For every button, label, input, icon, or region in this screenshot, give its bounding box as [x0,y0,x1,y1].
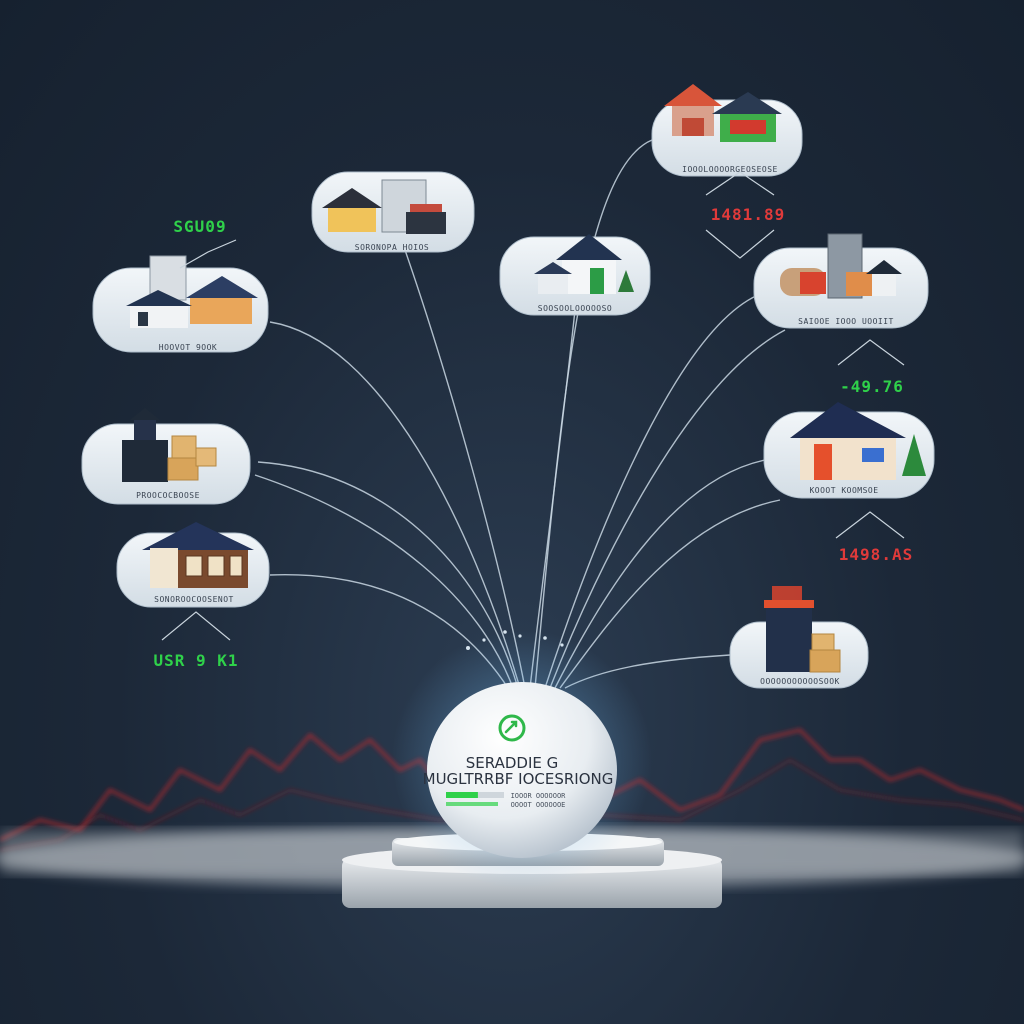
hub-title-line1: SERADDIE G [466,754,558,772]
industrial-house-icon [780,233,902,299]
orange-door-house-icon [790,402,926,480]
card-caption-solar-house: SONOROOCOOSENOT [154,595,234,604]
hub-sub-line2: OOOOT OOOOOOE [511,801,566,809]
card-caption-townhouse-cabin: SORONOPA HOIOS [355,243,429,252]
card-caption-industrial-house: SAIOOE IOOO UOOIIT [798,317,894,326]
hub-progress-bar-secondary [446,802,498,806]
warehouse-boxes-icon [764,586,841,673]
value-label-top-left: SGU09 [173,217,226,236]
property-card-solar-house[interactable]: SONOROOCOOSENOT [116,522,270,608]
property-card-house-pair[interactable]: HOOVOT 9OOK [92,255,269,353]
property-card-white-house[interactable]: SOOSOOLOOOOOSO [499,234,651,316]
hub-progress-fill [446,792,478,798]
card-caption-warehouse-boxes: OOOOOOOOOOOSOOK [760,677,840,686]
value-label-top-right: 1481.89 [711,205,785,224]
property-card-warehouse-boxes[interactable]: OOOOOOOOOOOSOOK [729,586,869,689]
property-card-townhouse-cabin[interactable]: SORONOPA HOIOS [311,171,475,253]
property-card-orange-door-house[interactable]: KOOOT KOOMSOE [763,402,935,499]
value-label-lower-right: 1498.AS [839,545,913,564]
property-card-red-barn-green-house[interactable]: IOOOLOOOORGEOSEOSE [651,84,803,177]
property-card-industrial-house[interactable]: SAIOOE IOOO UOOIIT [753,233,929,329]
hub-sub-line1: IOOOR OOOOOOR [511,792,567,800]
property-card-tower-boxes[interactable]: PROOCOCBOOSE [81,408,251,505]
value-label-bottom-left: USR 9 K1 [153,651,238,670]
circle-arrow-logo-icon [498,714,526,742]
solar-house-icon [142,522,254,588]
house-pair-icon [126,255,258,328]
townhouse-cabin-icon [322,179,446,234]
hub-sphere[interactable]: SERADDIE G MUGLTRRBF IOCESRIONG IOOOR OO… [392,630,652,890]
white-house-icon [534,234,634,294]
hub-title-line2: MUGLTRRBF IOCESRIONG [423,770,614,788]
value-label-mid-right: -49.76 [840,377,904,396]
card-caption-white-house: SOOSOOLOOOOOSO [538,304,612,313]
card-caption-tower-boxes: PROOCOCBOOSE [136,491,200,500]
trend-markers [161,171,905,641]
card-caption-house-pair: HOOVOT 9OOK [159,343,217,352]
card-caption-red-barn-green-house: IOOOLOOOORGEOSEOSE [682,165,778,174]
card-caption-orange-door-house: KOOOT KOOMSOE [809,486,878,495]
red-barn-green-house-icon [664,84,782,142]
tower-boxes-icon [122,408,217,482]
